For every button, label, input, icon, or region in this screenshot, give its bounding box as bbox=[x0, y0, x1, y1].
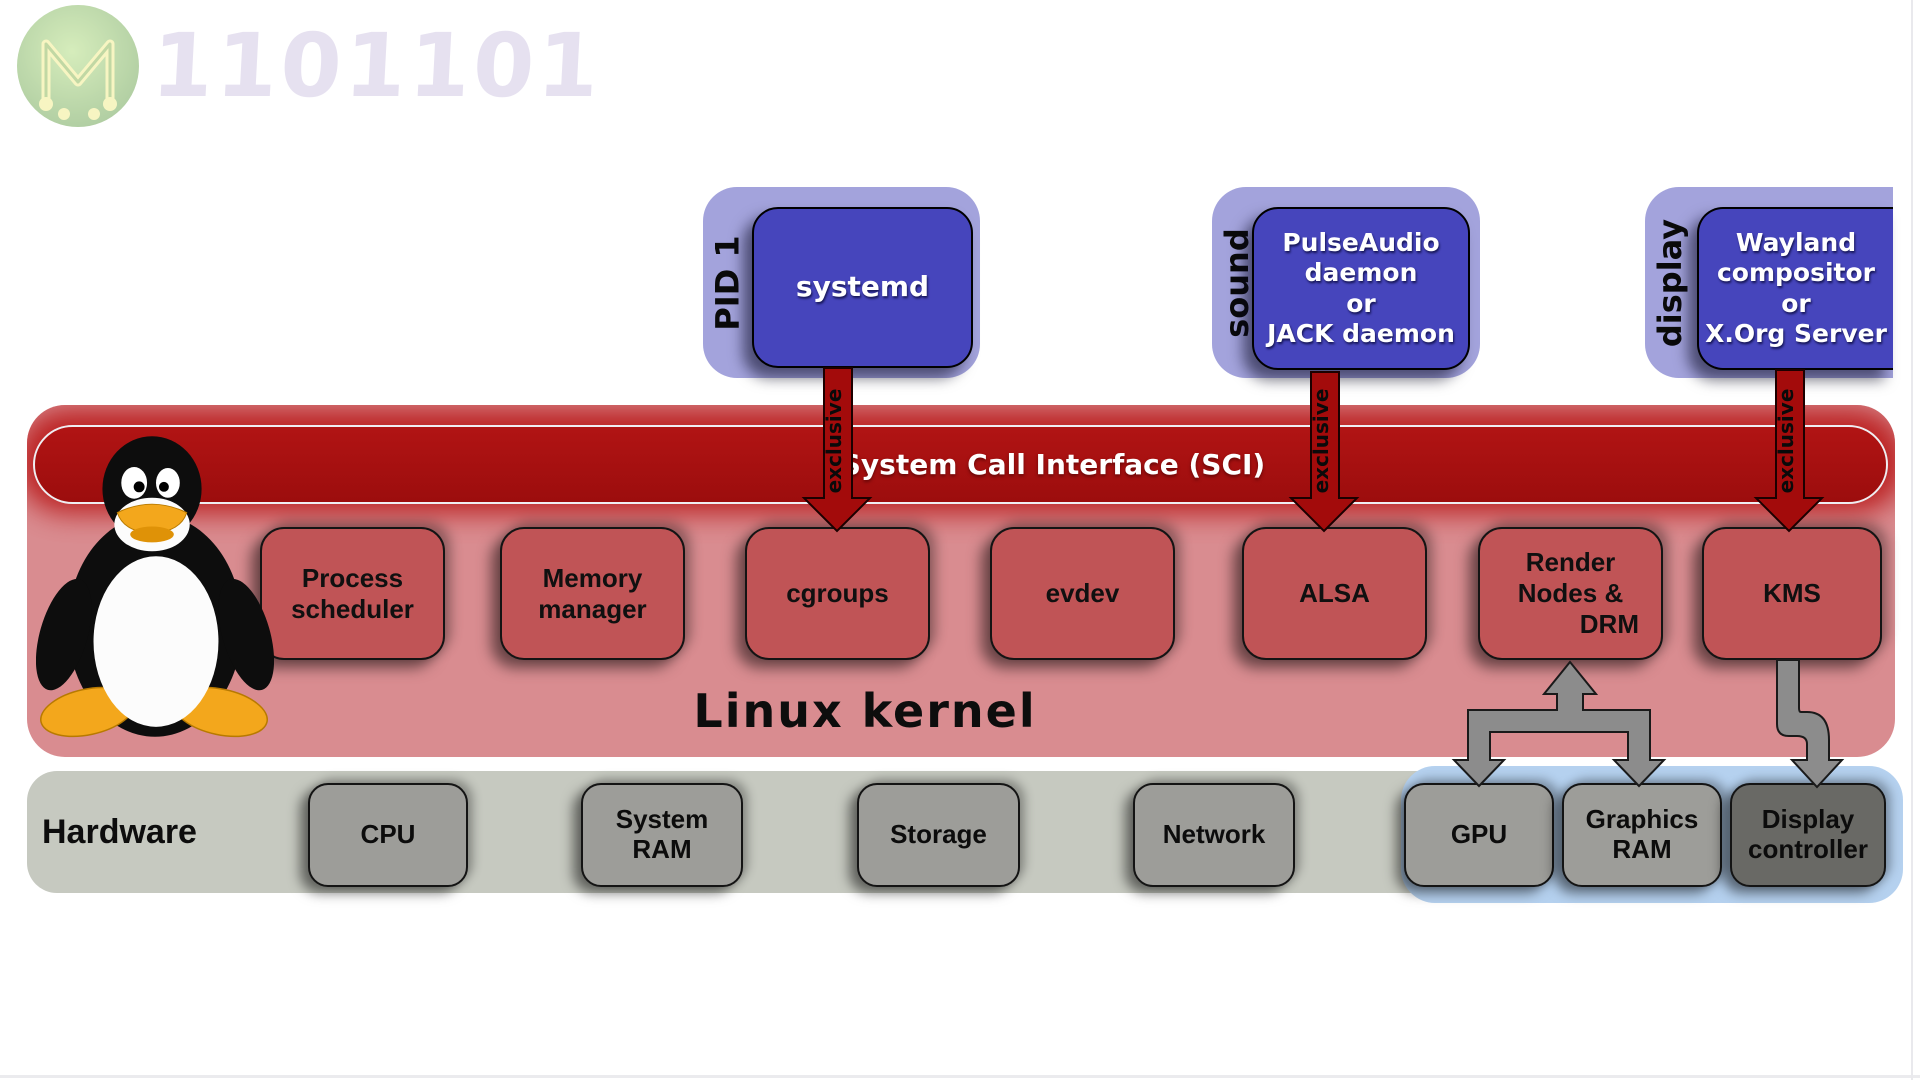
hardware-box-line: Storage bbox=[890, 819, 987, 850]
app-box-wayland-xorg: Wayland compositor or X.Org Server bbox=[1697, 207, 1893, 370]
m-circuit-logo-watermark bbox=[17, 5, 139, 127]
hardware-box-system-ram: System RAM bbox=[581, 783, 743, 887]
group-label-text: display bbox=[1651, 218, 1690, 347]
kernel-box-line: Nodes & bbox=[1517, 578, 1624, 609]
kernel-box-line: DRM bbox=[1579, 608, 1639, 639]
app-box-line: X.Org Server bbox=[1705, 319, 1887, 348]
hardware-title: Hardware bbox=[42, 813, 197, 851]
hardware-box-line: controller bbox=[1748, 834, 1868, 864]
kernel-box-memory-manager: Memory manager bbox=[500, 527, 685, 660]
hardware-box-line: System bbox=[615, 804, 709, 835]
app-box-line: Wayland bbox=[1735, 227, 1857, 257]
group-label-text: sound bbox=[1218, 227, 1256, 338]
kernel-box-line: Render bbox=[1525, 547, 1616, 578]
app-box-line: systemd bbox=[795, 270, 930, 304]
kernel-box-line: scheduler bbox=[291, 593, 414, 624]
group-label-display: display bbox=[1645, 187, 1695, 378]
hardware-box-line: Network bbox=[1162, 819, 1266, 850]
app-box-line: daemon bbox=[1304, 258, 1418, 287]
hardware-box-line: Display bbox=[1761, 804, 1855, 835]
hardware-box-line: GPU bbox=[1450, 819, 1508, 850]
kernel-box-line: Process bbox=[301, 562, 404, 593]
hardware-box-graphics-ram: Graphics RAM bbox=[1562, 783, 1722, 887]
app-box-line: compositor bbox=[1716, 258, 1876, 287]
sci-band: System Call Interface (SCI) bbox=[33, 425, 1888, 504]
kernel-box-process-scheduler: Process scheduler bbox=[260, 527, 445, 660]
kernel-box-render-nodes-drm: Render Nodes & DRM bbox=[1478, 527, 1663, 660]
hardware-box-cpu: CPU bbox=[308, 783, 468, 887]
kernel-title: Linux kernel bbox=[693, 684, 1037, 738]
kernel-box-line: manager bbox=[538, 593, 647, 624]
kernel-box-line: cgroups bbox=[786, 578, 889, 609]
kernel-box-kms: KMS bbox=[1702, 527, 1882, 660]
sci-label: System Call Interface (SCI) bbox=[840, 448, 1266, 481]
tux-penguin-icon bbox=[36, 436, 274, 738]
hardware-box-line: CPU bbox=[360, 819, 416, 850]
hardware-box-display-controller: Display controller bbox=[1730, 783, 1886, 887]
app-box-line: or bbox=[1781, 288, 1811, 318]
group-sound: sound PulseAudio daemon or JACK daemon bbox=[1212, 187, 1480, 378]
kernel-box-line: KMS bbox=[1763, 578, 1821, 609]
app-box-line: or bbox=[1346, 288, 1376, 318]
hardware-box-gpu: GPU bbox=[1404, 783, 1554, 887]
app-box-systemd: systemd bbox=[752, 207, 973, 368]
app-box-line: JACK daemon bbox=[1267, 319, 1455, 348]
watermark-digits: 1101101 bbox=[149, 14, 605, 117]
hardware-box-line: RAM bbox=[632, 834, 692, 864]
kernel-box-line: Memory bbox=[542, 562, 643, 593]
hardware-box-line: Graphics bbox=[1585, 804, 1699, 835]
kernel-box-line: evdev bbox=[1045, 578, 1120, 609]
exclusive-label-1: exclusive bbox=[822, 388, 846, 494]
kernel-box-line: ALSA bbox=[1299, 578, 1370, 609]
group-display: display Wayland compositor or X.Org Serv… bbox=[1645, 187, 1893, 378]
app-box-line: PulseAudio bbox=[1282, 227, 1440, 257]
exclusive-label-2: exclusive bbox=[1309, 388, 1333, 494]
hardware-box-line: RAM bbox=[1612, 834, 1672, 864]
kernel-box-cgroups: cgroups bbox=[745, 527, 930, 660]
kernel-box-evdev: evdev bbox=[990, 527, 1175, 660]
page-edge-horizontal bbox=[0, 1075, 1920, 1078]
group-label-pid1: PID 1 bbox=[703, 187, 753, 378]
group-pid1: PID 1 systemd bbox=[703, 187, 980, 378]
hardware-box-storage: Storage bbox=[857, 783, 1020, 887]
kernel-box-alsa: ALSA bbox=[1242, 527, 1427, 660]
exclusive-label-3: exclusive bbox=[1774, 388, 1798, 494]
hardware-box-network: Network bbox=[1133, 783, 1295, 887]
group-label-text: PID 1 bbox=[709, 234, 748, 331]
page-edge-vertical bbox=[1911, 0, 1913, 1080]
app-box-pulseaudio-jack: PulseAudio daemon or JACK daemon bbox=[1252, 207, 1470, 370]
